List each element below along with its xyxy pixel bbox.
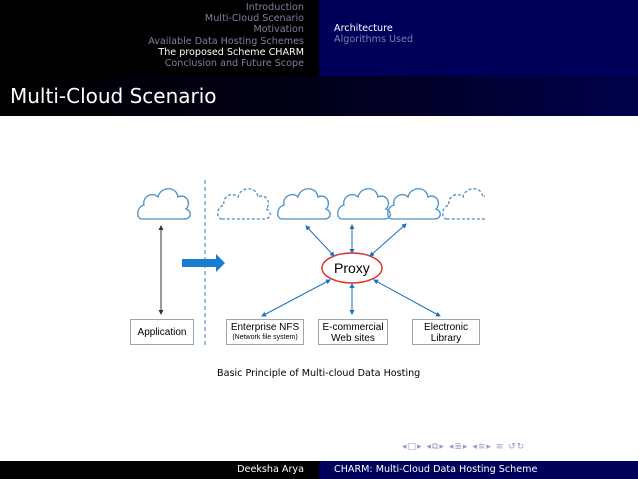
electronic-library-box: Electronic Library bbox=[412, 319, 480, 345]
ecommercial-box: E-commercial Web sites bbox=[318, 319, 388, 345]
proxy-label: Proxy bbox=[334, 260, 370, 276]
cloud-icon-1 bbox=[137, 188, 191, 220]
nav-next-doc-icon[interactable]: ▸ bbox=[486, 442, 492, 452]
nav-next-frame-icon[interactable]: ▸ bbox=[417, 442, 423, 452]
ecommercial-label-2: Web sites bbox=[331, 333, 375, 344]
nav-section-available-schemes[interactable]: Available Data Hosting Schemes bbox=[148, 35, 304, 47]
transition-arrow-icon bbox=[182, 254, 225, 272]
nav-subsection-algorithms[interactable]: Algorithms Used bbox=[334, 34, 414, 46]
nav-subsection-architecture[interactable]: Architecture bbox=[334, 23, 393, 34]
nav-section-conclusion[interactable]: Conclusion and Future Scope bbox=[164, 58, 304, 70]
enterprise-nfs-sublabel: (Network file system) bbox=[232, 334, 298, 341]
electronic-label-2: Library bbox=[430, 333, 462, 344]
slide-title: Multi-Cloud Scenario bbox=[10, 84, 217, 108]
beamer-nav-controls: ◂□▸ ◂⧉▸ ◂≣▸ ◂≡▸ ≡ ↺↻ bbox=[402, 442, 525, 452]
section-list: Introduction Multi-Cloud Scenario Motiva… bbox=[148, 2, 304, 69]
nav-prev-frame-icon[interactable]: ◂ bbox=[402, 442, 408, 452]
footer-short-title: CHARM: Multi-Cloud Data Hosting Scheme bbox=[334, 464, 538, 475]
nav-next-subsection-icon[interactable]: ▸ bbox=[439, 442, 445, 452]
appendix-icon[interactable]: ≡ bbox=[495, 442, 505, 452]
enterprise-nfs-label: Enterprise NFS bbox=[230, 322, 300, 333]
footer-title-block: CHARM: Multi-Cloud Data Hosting Scheme bbox=[319, 461, 638, 479]
electronic-label-1: Electronic bbox=[424, 322, 468, 333]
footer-author: Deeksha Arya bbox=[237, 464, 304, 475]
subsection-icon[interactable]: ⧉ bbox=[431, 442, 440, 452]
enterprise-nfs-box: Enterprise NFS (Network file system) bbox=[226, 319, 304, 345]
figure-diagram bbox=[137, 180, 485, 348]
nav-section-motivation[interactable]: Motivation bbox=[253, 24, 304, 36]
nav-section-multi-cloud-scenario[interactable]: Multi-Cloud Scenario bbox=[204, 13, 304, 25]
application-label: Application bbox=[137, 327, 187, 338]
ecommercial-label-1: E-commercial bbox=[322, 322, 384, 333]
title-bar: Multi-Cloud Scenario bbox=[0, 76, 638, 116]
nav-section-charm[interactable]: The proposed Scheme CHARM bbox=[158, 46, 304, 58]
section-nav: Introduction Multi-Cloud Scenario Motiva… bbox=[0, 0, 319, 76]
nav-section-introduction[interactable]: Introduction bbox=[245, 2, 304, 13]
cloud-icon-3 bbox=[277, 188, 331, 220]
nav-prev-subsection-icon[interactable]: ◂ bbox=[426, 442, 432, 452]
search-back-forward-icon[interactable]: ↺↻ bbox=[508, 442, 526, 452]
nav-prev-section-icon[interactable]: ◂ bbox=[448, 442, 455, 452]
footer-author-block: Deeksha Arya bbox=[0, 461, 319, 479]
document-icon[interactable]: ≡ bbox=[477, 442, 487, 452]
subsection-nav: Architecture Algorithms Used bbox=[319, 0, 638, 76]
frame-icon[interactable]: □ bbox=[407, 442, 418, 452]
cloud-icon-5 bbox=[387, 188, 441, 220]
cloud-icon-4 bbox=[337, 188, 391, 220]
cloud-icon-6 bbox=[442, 188, 485, 220]
cloud-icon-2 bbox=[217, 188, 271, 220]
header: Introduction Multi-Cloud Scenario Motiva… bbox=[0, 0, 638, 76]
subsection-list: Architecture Algorithms Used bbox=[334, 23, 413, 45]
nav-next-section-icon[interactable]: ▸ bbox=[462, 442, 469, 452]
figure-caption: Basic Principle of Multi-cloud Data Host… bbox=[217, 368, 421, 379]
multi-cloud-figure: Proxy Application Enterprise NFS (Networ… bbox=[130, 180, 485, 355]
footer: Deeksha Arya CHARM: Multi-Cloud Data Hos… bbox=[0, 461, 638, 479]
nav-prev-doc-icon[interactable]: ◂ bbox=[472, 442, 478, 452]
application-box: Application bbox=[130, 319, 194, 345]
section-icon[interactable]: ≣ bbox=[454, 442, 463, 452]
